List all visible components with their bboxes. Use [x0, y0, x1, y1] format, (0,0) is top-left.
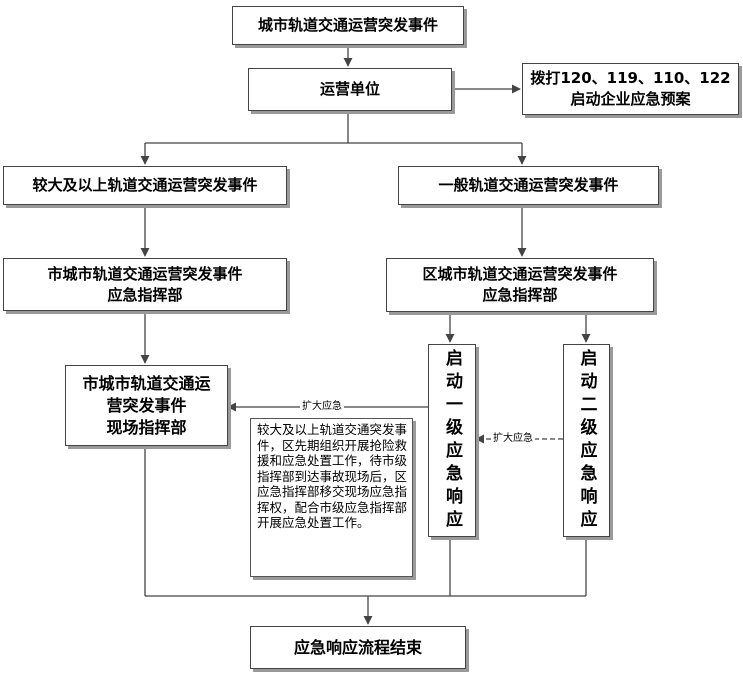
scene-hq-box: 市城市轨道交通运 营突发事件 现场指挥部: [65, 365, 228, 446]
expand-label-level1: 扩大应急: [491, 433, 535, 445]
note-text: 较大及以上轨道交通突发事件，区先期组织开展抢险救援和应急处置工作，待市级指挥部到…: [257, 422, 408, 530]
event-box: 城市轨道交通运营突发事件: [232, 6, 464, 45]
expand-label-scene: 扩大应急: [300, 401, 344, 413]
end-label: 应急响应流程结束: [293, 638, 422, 657]
level1-box: 启动一级应急响应: [428, 344, 476, 537]
operator-box: 运营单位: [248, 68, 452, 111]
scene-hq-line-2: 营突发事件: [106, 395, 187, 415]
major-event-box: 较大及以上轨道交通运营突发事件: [3, 166, 287, 205]
city-hq-box: 市城市轨道交通运营突发事件 应急指挥部: [3, 258, 287, 311]
call-line-2: 启动企业应急预案: [570, 90, 691, 108]
general-event-label: 一般轨道交通运营突发事件: [438, 176, 619, 194]
major-event-label: 较大及以上轨道交通运营突发事件: [32, 176, 258, 194]
district-hq-box: 区城市轨道交通运营突发事件 应急指挥部: [386, 258, 654, 312]
city-hq-line-2: 应急指挥部: [107, 285, 183, 304]
event-label: 城市轨道交通运营突发事件: [257, 16, 438, 34]
level2-box: 启动二级应急响应: [563, 344, 610, 537]
city-hq-line-1: 市城市轨道交通运营突发事件: [47, 264, 243, 283]
end-box: 应急响应流程结束: [250, 626, 466, 669]
level1-label: 启动一级应急响应: [442, 348, 462, 533]
operator-label: 运营单位: [319, 80, 380, 98]
scene-hq-line-3: 现场指挥部: [106, 417, 187, 437]
general-event-box: 一般轨道交通运营突发事件: [398, 166, 659, 205]
major-event-note: 较大及以上轨道交通突发事件，区先期组织开展抢险救援和应急处置工作，待市级指挥部到…: [250, 418, 413, 577]
level2-label: 启动二级应急响应: [576, 348, 597, 533]
scene-hq-line-1: 市城市轨道交通运: [82, 373, 211, 393]
district-hq-line-1: 区城市轨道交通运营突发事件: [422, 265, 618, 283]
call-box: 拨打120、119、110、122 启动企业应急预案: [522, 63, 739, 115]
district-hq-line-2: 应急指挥部: [482, 286, 558, 304]
call-line-1: 拨打120、119、110、122: [530, 69, 731, 87]
